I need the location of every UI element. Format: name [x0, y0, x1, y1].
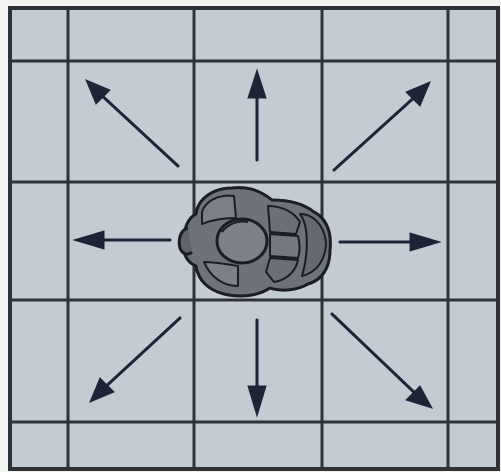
figure-back-plate-middle: [270, 234, 300, 258]
figure-helmet: [217, 219, 267, 263]
